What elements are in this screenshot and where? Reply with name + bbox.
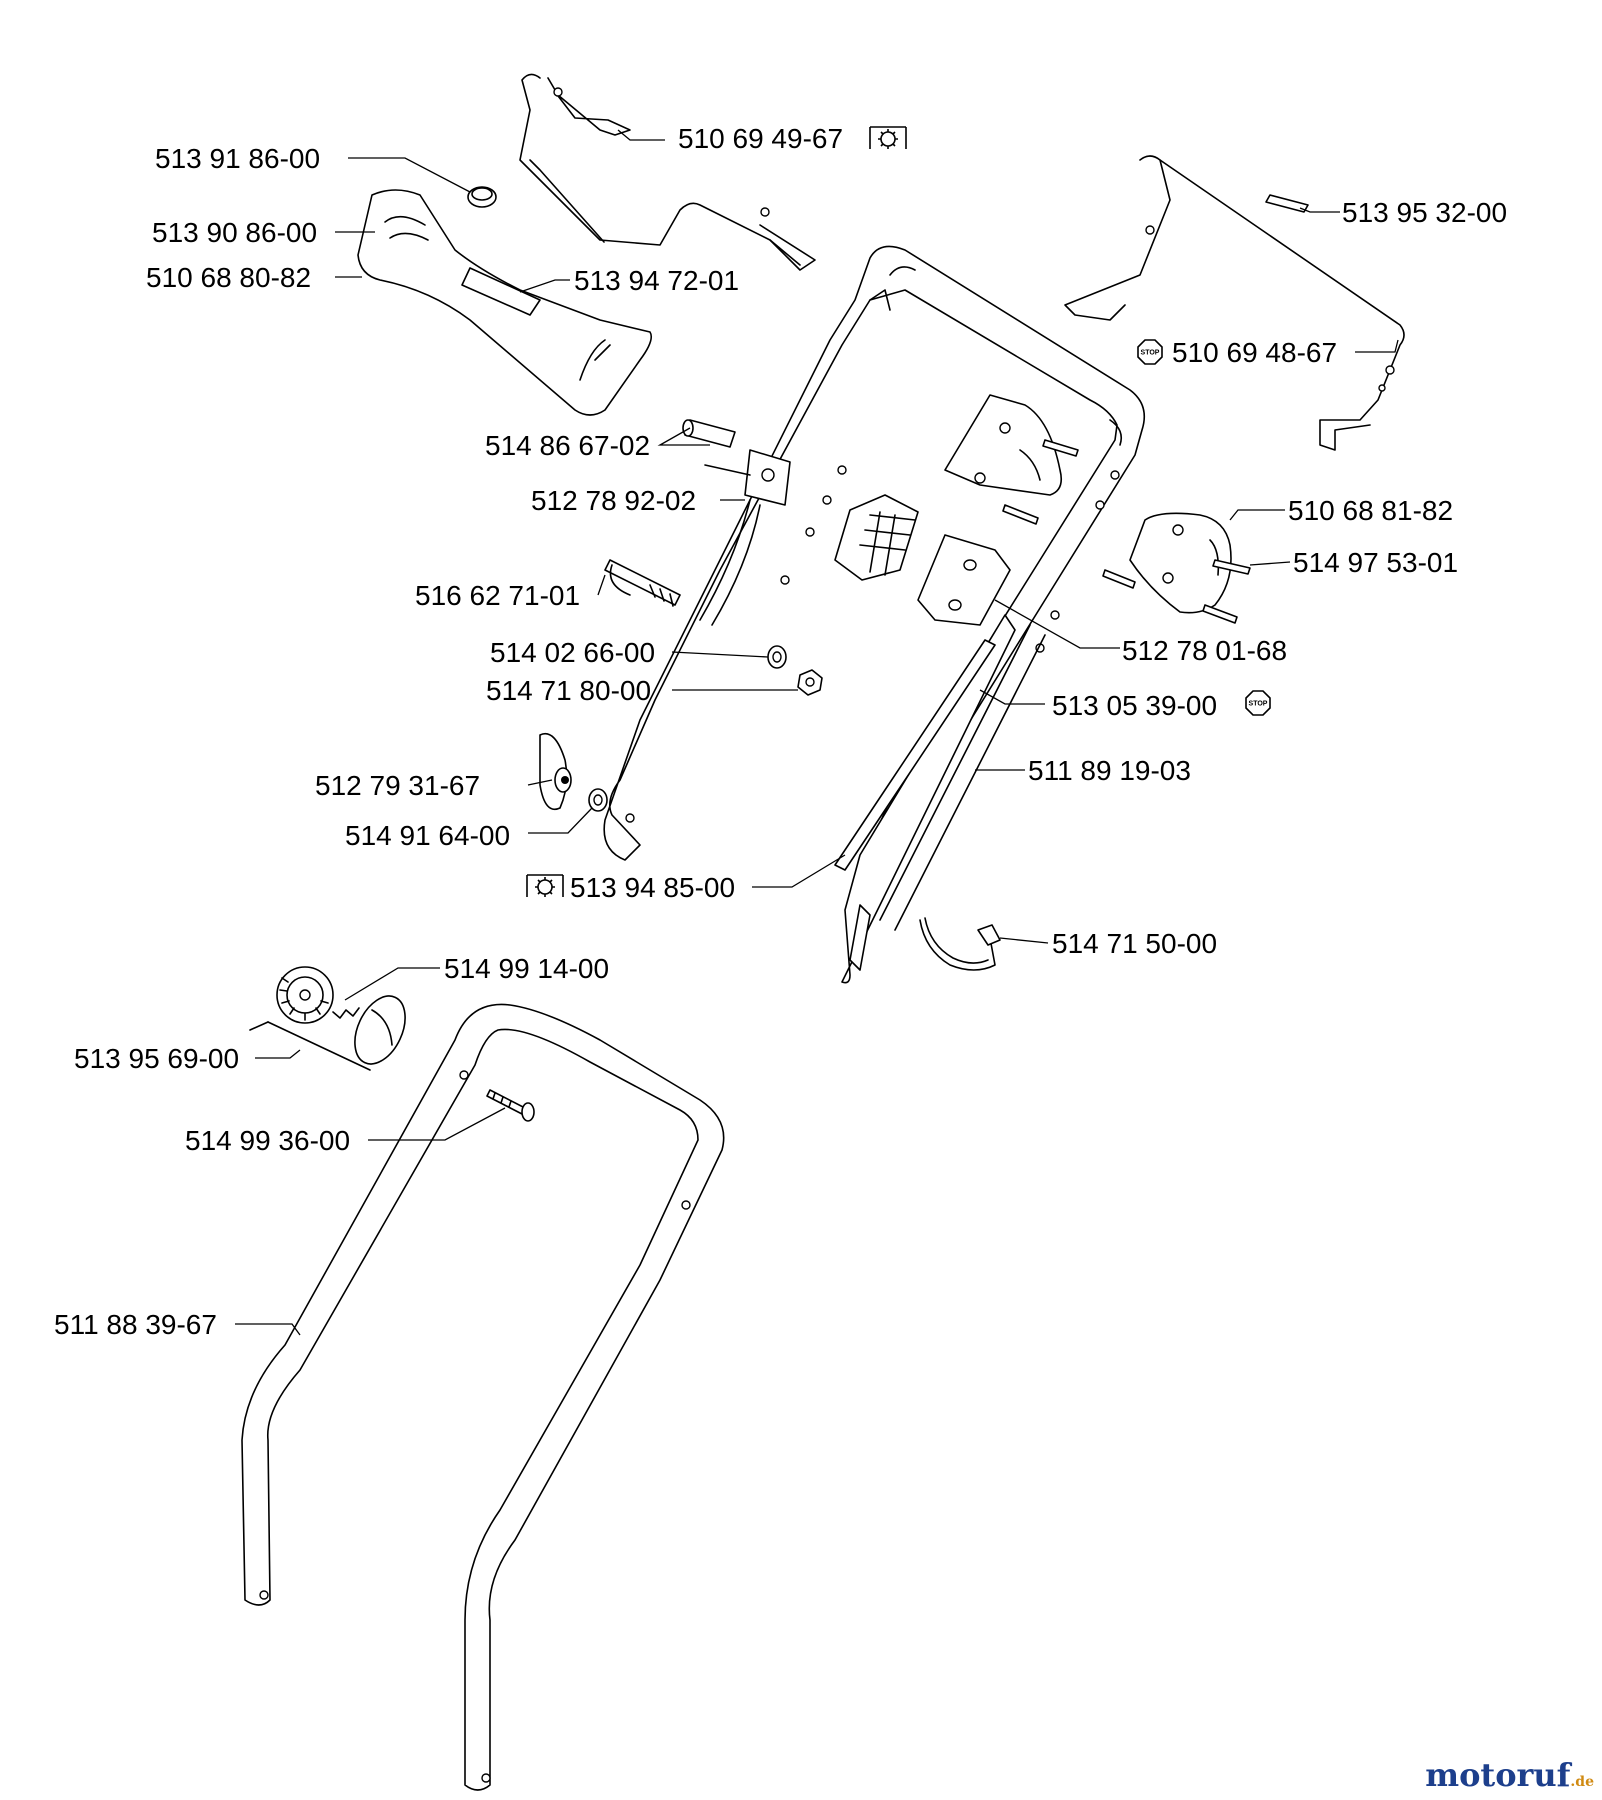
part-label: 513 95 32-00 — [1342, 197, 1507, 228]
brake-bail-right — [1064, 155, 1405, 451]
part-label: 514 71 50-00 — [1052, 928, 1217, 959]
screws-right — [1102, 559, 1251, 624]
carriage-bolt — [486, 1089, 535, 1122]
part-label: 513 94 85-00 — [570, 872, 735, 903]
part-label: 516 62 71-01 — [415, 580, 580, 611]
part-label: 513 94 72-01 — [574, 265, 739, 296]
part-label: 513 91 86-00 — [155, 143, 320, 174]
gear-icon — [869, 126, 907, 149]
cable-clip — [919, 917, 1001, 971]
part-label: 510 69 49-67 — [678, 123, 843, 154]
right-grip-cover — [1129, 512, 1232, 614]
left-grip-cover — [357, 189, 653, 416]
part-label: 514 97 53-01 — [1293, 547, 1458, 578]
part-label: 514 86 67-02 — [485, 430, 650, 461]
part-labels: 513 91 86-00 513 90 86-00 510 68 80-82 5… — [54, 123, 1507, 1340]
lower-handle — [241, 1003, 725, 1791]
part-label: 514 99 14-00 — [444, 953, 609, 984]
latch-housing — [834, 494, 919, 581]
part-label: 514 91 64-00 — [345, 820, 510, 851]
pivot-block — [917, 534, 1011, 626]
part-label: 512 79 31-67 — [315, 770, 480, 801]
clamp-rod — [834, 639, 996, 871]
washer-1 — [767, 645, 787, 669]
part-label: 514 02 66-00 — [490, 637, 655, 668]
screw-upper — [1042, 439, 1079, 457]
gear-icon — [526, 874, 564, 897]
watermark-tld: .de — [1570, 1774, 1594, 1790]
part-label: 510 68 81-82 — [1288, 495, 1453, 526]
part-label: 510 68 80-82 — [146, 262, 311, 293]
decal-strip — [1265, 194, 1309, 213]
stop-icon: STOP — [1137, 339, 1163, 365]
right-grip-cover-upper — [944, 394, 1063, 496]
part-label: 511 88 39-67 — [54, 1309, 217, 1340]
svg-text:STOP: STOP — [1141, 350, 1160, 357]
part-label: 514 99 36-00 — [185, 1125, 350, 1156]
watermark-logo: motoruf.de — [1425, 1756, 1594, 1794]
watermark-brand: motoruf — [1425, 1756, 1571, 1794]
screw-center — [1002, 504, 1039, 525]
height-adjuster — [249, 966, 406, 1071]
cam-bolt — [604, 559, 681, 607]
hex-nut — [797, 669, 823, 696]
cable-bracket — [699, 449, 791, 626]
stop-icon: STOP — [1245, 690, 1271, 716]
svg-text:STOP: STOP — [1249, 701, 1268, 708]
leader-lines — [235, 129, 1399, 1336]
washer-2 — [588, 788, 608, 812]
knob-cap — [467, 186, 497, 208]
part-label: 514 71 80-00 — [486, 675, 651, 706]
cable-pin — [682, 419, 736, 448]
part-label: 513 95 69-00 — [74, 1043, 239, 1074]
part-label: 511 89 19-03 — [1028, 755, 1191, 786]
upper-handle-frame — [603, 245, 1146, 955]
part-label: 513 05 39-00 — [1052, 690, 1217, 721]
part-label: 510 69 48-67 — [1172, 337, 1337, 368]
part-label: 512 78 92-02 — [531, 485, 696, 516]
part-label: 512 78 01-68 — [1122, 635, 1287, 666]
drive-bail-left — [519, 73, 816, 271]
wing-knob — [539, 733, 572, 810]
part-label: 513 90 86-00 — [152, 217, 317, 248]
inner-tube — [841, 614, 1046, 984]
